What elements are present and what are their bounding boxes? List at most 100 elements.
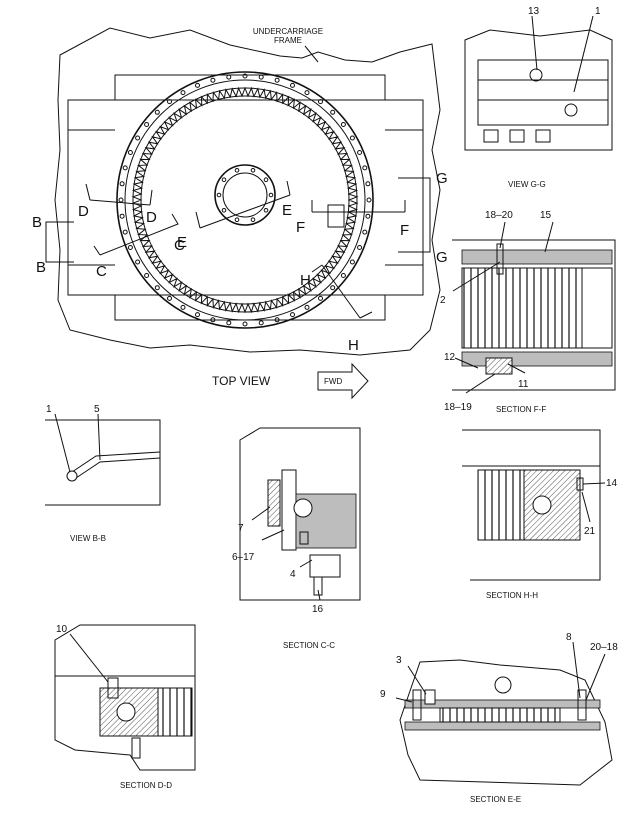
center-swivel-bore: [222, 172, 268, 218]
view-g-title: VIEW G-G: [508, 180, 546, 189]
callout-18-20: 18–20: [485, 210, 513, 221]
section-letter-c-right: C: [174, 237, 185, 254]
ring-bolt: [357, 150, 363, 155]
section-letter-h-left: H: [300, 272, 311, 289]
callout-15: 15: [540, 210, 552, 221]
ring-bolt: [226, 74, 232, 80]
callout-13: 13: [528, 6, 540, 17]
section-letter-e-left: E: [177, 234, 187, 251]
swivel-bolt: [263, 177, 269, 182]
ring-bolt: [154, 285, 160, 291]
view-g-g: 13 1 VIEW G-G: [464, 6, 613, 189]
section-h-title: SECTION H-H: [486, 591, 538, 600]
ring-bolt: [258, 74, 264, 80]
ring-bolt: [180, 304, 186, 310]
fwd-label: FWD: [324, 377, 342, 386]
section-letter-h-right: H: [348, 337, 359, 354]
ring-bolt: [318, 295, 323, 301]
bracket-7: [267, 479, 281, 527]
callout-18-19: 18–19: [444, 402, 472, 413]
section-letter-e-right: E: [282, 202, 292, 219]
section-d-title: SECTION D-D: [120, 781, 172, 790]
ring-bolt: [210, 317, 216, 323]
ring-bolt: [290, 82, 295, 88]
ring-bolt: [365, 181, 371, 187]
frame-inner-plate: [67, 99, 424, 296]
ring-bolt: [365, 213, 371, 219]
slewing-ring-bolt-circle: [124, 79, 366, 321]
callout-2: 2: [440, 295, 446, 306]
ring-bolt: [210, 77, 216, 83]
callout-1-view-b: 1: [46, 404, 52, 415]
ring-bolt: [330, 285, 336, 291]
section-letter-f-right: F: [400, 222, 409, 239]
callout-4: 4: [290, 569, 296, 580]
frame-top-rail: [114, 74, 386, 101]
frame-label-line2: FRAME: [274, 36, 302, 45]
ring-bolt: [180, 90, 186, 96]
section-letter-g-top: G: [436, 170, 448, 187]
section-d-outline: [54, 624, 196, 771]
ring-bolt: [349, 259, 355, 265]
swivel-bolt: [234, 168, 240, 173]
ring-bolt: [144, 273, 150, 278]
ring-bolt: [304, 304, 310, 310]
ring-bolt: [340, 122, 346, 127]
ring-bolt: [362, 165, 368, 171]
ring-bolt: [144, 122, 150, 127]
ring-bolt: [274, 317, 280, 323]
section-c-c: 7 6–17 4 16 SECTION C-C: [232, 427, 361, 650]
undercarriage-frame-outline: [54, 27, 441, 356]
section-letter-b-top: B: [32, 214, 42, 231]
ring-bolts: [118, 73, 372, 327]
swivel-bolt: [216, 192, 222, 198]
top-view: UNDERCARRIAGE FRAME TOP VIEW FWD B B C C…: [32, 27, 448, 400]
ring-bolt: [195, 82, 200, 88]
section-letter-g-bottom: G: [436, 249, 448, 266]
ring-bolt: [304, 90, 310, 96]
ring-bolt: [318, 99, 323, 105]
ring-bolt: [135, 135, 141, 141]
swivel-bolt: [250, 168, 256, 173]
top-view-title: TOP VIEW: [212, 374, 271, 388]
ring-bolt: [258, 320, 264, 326]
callout-1-view-g: 1: [595, 6, 601, 17]
section-letter-d-right: D: [146, 209, 157, 226]
slewing-ring-gear-root: [132, 87, 358, 313]
callout-5: 5: [94, 404, 100, 415]
callout-10: 10: [56, 624, 68, 635]
section-letter-f-left: F: [296, 219, 305, 236]
ring-bolt: [274, 77, 280, 83]
section-h-h: 14 21 SECTION H-H: [462, 429, 618, 600]
swivel-bolts: [216, 168, 274, 222]
gear-teeth-section: [461, 267, 583, 349]
ring-bolt: [122, 165, 128, 171]
ring-bolt: [167, 99, 172, 105]
ring-bolt: [119, 213, 125, 219]
gear-tooth-profile: [131, 86, 359, 314]
section-e-title: SECTION E-E: [470, 795, 521, 804]
slewing-ring-outer: [116, 71, 374, 329]
ring-bolt: [135, 259, 141, 265]
view-g-outline: [464, 29, 613, 151]
ring-bolt: [122, 229, 128, 235]
ring-bolt: [226, 320, 232, 326]
view-b-b: 1 5 VIEW B-B: [45, 404, 161, 543]
ring-bolt: [362, 229, 368, 235]
callout-3: 3: [396, 655, 402, 666]
ring-bolt: [242, 321, 248, 327]
ring-bolt: [127, 245, 133, 250]
section-e-e: 3 8 20–18 9 SECTION E-E: [380, 632, 618, 804]
frame-label-line1: UNDERCARRIAGE: [253, 27, 323, 36]
callout-14: 14: [606, 478, 618, 489]
section-letter-d-left: D: [78, 203, 89, 220]
section-f-f: 18–20 15 2 12 11 18–19 SECTION F-F: [440, 210, 616, 414]
swivel-bolt: [250, 217, 256, 222]
callout-11: 11: [518, 379, 529, 390]
ring-top-plate: [461, 249, 613, 265]
center-swivel-flange: [214, 164, 276, 226]
section-c-outline: [239, 427, 361, 601]
swivel-bolt: [268, 192, 274, 198]
